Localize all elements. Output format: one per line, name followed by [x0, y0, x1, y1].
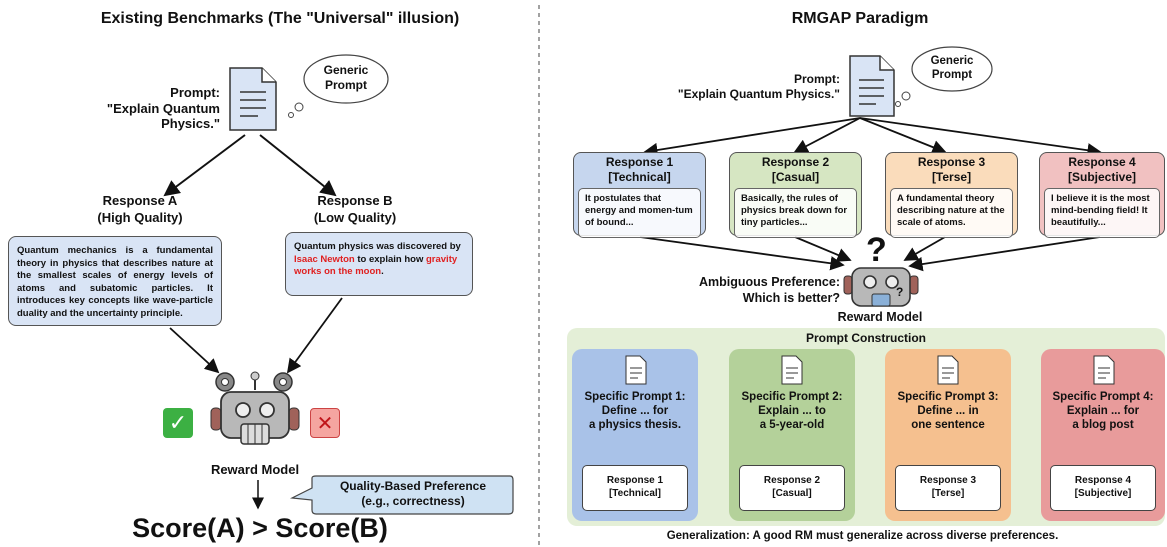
- left-prompt-text: "Explain Quantum Physics.": [106, 101, 220, 131]
- pc-resp2-title: Response 2: [763, 475, 821, 486]
- response-card-2: Response 2[Casual] Basically, the rules …: [729, 152, 862, 238]
- sp1-line-2: Define ... for: [601, 405, 669, 417]
- response-b-text: Quantum physics was discovered by Isaac …: [285, 232, 473, 296]
- response-2-text: Basically, the rules of physics break do…: [734, 188, 857, 238]
- sp2-line-3: a 5-year-old: [759, 419, 825, 431]
- pc-resp2-tag: [Casual]: [772, 488, 812, 499]
- response-1-title: Response 1: [605, 155, 674, 169]
- left-prompt-label: Prompt:: [170, 85, 220, 100]
- sp2-line-2: Explain ... to: [758, 405, 826, 417]
- thought-right-line-2: Prompt: [931, 69, 973, 81]
- ambiguous-line-1: Ambiguous Preference:: [698, 275, 840, 289]
- response-2-title: Response 2: [761, 155, 830, 169]
- right-title: RMGAP Paradigm: [791, 10, 929, 27]
- pc-resp4-tag: [Subjective]: [1074, 488, 1132, 499]
- pc-response-2: Response 2 [Casual]: [739, 465, 845, 511]
- response-b-quality: (Low Quality): [313, 210, 397, 225]
- document-icon-1: [625, 355, 647, 390]
- thought-right-line-1: Generic: [930, 55, 974, 67]
- sp3-line-2: Define ... in: [917, 405, 979, 417]
- response-3-title: Response 3: [917, 155, 986, 169]
- document-icon: [228, 66, 278, 137]
- document-icon-2: [781, 355, 803, 390]
- robot-question-mark: ?: [896, 285, 904, 299]
- sp4-line-1: Specific Prompt 4:: [1052, 391, 1154, 403]
- pc-response-3: Response 3 [Terse]: [895, 465, 1001, 511]
- response-1-tag: [Technical]: [608, 170, 671, 184]
- response-3-tag: [Terse]: [931, 170, 972, 184]
- robot-icon: [205, 370, 305, 465]
- pc-resp3-title: Response 3: [919, 475, 977, 486]
- response-a-text: Quantum mechanics is a fundamental theor…: [8, 236, 222, 326]
- response-4-tag: [Subjective]: [1067, 170, 1136, 184]
- sp3-line-3: one sentence: [911, 419, 985, 431]
- specific-prompt-1: Specific Prompt 1: Define ... for a phys…: [572, 390, 698, 432]
- ambiguous-preference: Ambiguous Preference: Which is better?: [680, 274, 840, 306]
- response-a-title: Response A (High Quality): [55, 192, 225, 226]
- document-icon-4: [1093, 355, 1115, 390]
- specific-prompt-2: Specific Prompt 2: Explain ... to a 5-ye…: [729, 390, 855, 432]
- right-prompt-text: "Explain Quantum Physics.": [677, 87, 840, 101]
- callout-line-1: Quality-Based Preference: [339, 479, 487, 493]
- response-3-text: A fundamental theory describing nature a…: [890, 188, 1013, 238]
- right-reward-model-label: Reward Model: [837, 310, 923, 324]
- response-b-error-2: gravity works on the moon: [294, 253, 458, 278]
- generalization-caption: Generalization: A good RM must generaliz…: [666, 530, 1059, 542]
- question-mark: ?: [866, 231, 887, 269]
- ambiguous-line-2: Which is better?: [742, 291, 840, 305]
- response-a-label: Response A: [102, 193, 178, 208]
- pc-response-4: Response 4 [Subjective]: [1050, 465, 1156, 511]
- response-a-quality: (High Quality): [97, 210, 183, 225]
- sp2-line-1: Specific Prompt 2:: [741, 391, 843, 403]
- pc-resp4-title: Response 4: [1074, 475, 1132, 486]
- check-icon: ✓: [163, 408, 193, 438]
- response-b-error-1: Isaac Newton: [294, 253, 355, 265]
- specific-prompt-3: Specific Prompt 3: Define ... in one sen…: [885, 390, 1011, 432]
- response-4-title: Response 4: [1068, 155, 1136, 169]
- document-icon-right: [848, 54, 896, 123]
- sp4-line-3: a blog post: [1072, 419, 1134, 431]
- pc-resp3-tag: [Terse]: [931, 488, 965, 499]
- response-b-title: Response B (Low Quality): [280, 192, 430, 226]
- cross-icon: ✕: [310, 408, 340, 438]
- left-reward-model-label: Reward Model: [210, 462, 300, 477]
- response-b-text-1: Quantum physics was discovered by: [294, 241, 461, 252]
- right-prompt-label: Prompt:: [794, 72, 840, 86]
- sp1-line-3: a physics thesis.: [588, 419, 682, 431]
- response-1-text: It postulates that energy and momen-tum …: [578, 188, 701, 238]
- sp4-line-2: Explain ... for: [1066, 405, 1140, 417]
- thought-cloud-right: Generic Prompt: [910, 44, 994, 94]
- sp3-line-1: Specific Prompt 3:: [897, 391, 999, 403]
- response-b-text-5: .: [381, 266, 384, 277]
- thought-line-2: Prompt: [325, 78, 367, 92]
- response-4-text: I believe it is the most mind-bending fi…: [1044, 188, 1160, 238]
- thought-line-1: Generic: [323, 63, 369, 77]
- response-b-text-3: to explain how: [354, 253, 426, 265]
- specific-prompt-4: Specific Prompt 4: Explain ... for a blo…: [1041, 390, 1165, 432]
- sp1-line-1: Specific Prompt 1:: [584, 391, 686, 403]
- response-card-3: Response 3[Terse] A fundamental theory d…: [885, 152, 1018, 238]
- document-icon-3: [937, 355, 959, 390]
- response-card-1: Response 1[Technical] It postulates that…: [573, 152, 706, 238]
- pc-resp1-tag: [Technical]: [608, 488, 662, 499]
- pc-resp1-title: Response 1: [606, 475, 664, 486]
- quality-callout: Quality-Based Preference (e.g., correctn…: [289, 474, 515, 516]
- callout-line-2: (e.g., correctness): [361, 494, 465, 508]
- prompt-construction-title: Prompt Construction: [806, 331, 926, 345]
- response-2-tag: [Casual]: [771, 170, 820, 184]
- response-card-4: Response 4[Subjective] I believe it is t…: [1039, 152, 1165, 238]
- robot-icon-right: [842, 266, 920, 315]
- score-formula: Score(A) > Score(B): [132, 513, 388, 543]
- pc-response-1: Response 1 [Technical]: [582, 465, 688, 511]
- response-b-label: Response B: [317, 193, 393, 208]
- left-title: Existing Benchmarks (The "Universal" ill…: [100, 10, 460, 27]
- thought-cloud: Generic Prompt: [302, 52, 390, 106]
